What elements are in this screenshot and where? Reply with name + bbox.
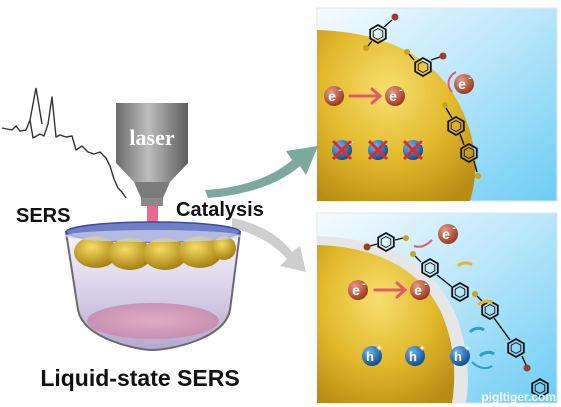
sers-spectrum xyxy=(1,96,127,199)
svg-text:-: - xyxy=(338,84,342,96)
gold-nanoparticle-array xyxy=(74,236,236,270)
svg-text:e: e xyxy=(352,282,360,298)
molecule-5 xyxy=(410,251,469,302)
bottom-panel xyxy=(316,212,558,404)
watermark: pigltiger.com xyxy=(481,390,556,404)
curved-arrow xyxy=(447,71,457,93)
transfer-arrow xyxy=(373,281,408,299)
electron-icon: e - xyxy=(324,84,344,106)
svg-text:e: e xyxy=(328,88,336,104)
crossed-hole-icon: + xyxy=(331,138,353,161)
gold-nanoparticle-top xyxy=(317,30,476,201)
svg-text:e: e xyxy=(442,226,450,242)
svg-text:e: e xyxy=(458,76,466,92)
sers-spectrum-peak xyxy=(29,87,43,125)
svg-text:e: e xyxy=(414,282,422,298)
svg-text:h: h xyxy=(409,349,417,364)
sers-label: SERS xyxy=(16,205,70,227)
electron-icon: e - xyxy=(454,72,474,94)
molecule-4 xyxy=(363,232,409,252)
electron-icon: e - xyxy=(348,278,368,300)
hole-icon: h + xyxy=(362,343,382,366)
svg-text:h: h xyxy=(366,349,374,364)
hole-icon: h + xyxy=(450,343,470,366)
svg-text:-: - xyxy=(468,72,472,84)
electron-icon: e - xyxy=(385,84,405,106)
shadow-arrow xyxy=(232,218,306,272)
electron-icon: e - xyxy=(410,278,430,300)
svg-text:-: - xyxy=(399,84,403,96)
catalysis-label: Catalysis xyxy=(176,199,264,221)
svg-text:h: h xyxy=(454,349,462,364)
svg-text:+: + xyxy=(464,343,469,353)
molecule-1 xyxy=(363,13,399,51)
laser-label: laser xyxy=(129,125,174,150)
liquid-cell xyxy=(64,221,242,352)
catalysis-arrow xyxy=(205,146,318,198)
molecule-6 xyxy=(472,291,531,372)
svg-text:e: e xyxy=(389,88,397,104)
molecule-3 xyxy=(442,102,481,179)
crossed-hole-icon: + xyxy=(402,138,424,161)
crossed-hole-icon: + xyxy=(367,138,389,161)
electron-icon: e - xyxy=(438,222,458,244)
hole-icon: h + xyxy=(405,343,425,366)
transfer-arrow xyxy=(348,87,383,105)
bottom-panel-content: e - e - xyxy=(348,222,549,398)
svg-text:-: - xyxy=(452,222,456,234)
top-panel xyxy=(316,7,558,202)
svg-text:-: - xyxy=(424,278,428,290)
svg-text:+: + xyxy=(376,343,381,353)
top-panel-content: e - e - e - + + + xyxy=(324,13,481,179)
molecule-2 xyxy=(404,49,447,77)
svg-text:+: + xyxy=(419,343,424,353)
laser-objective: laser xyxy=(116,103,188,206)
laser-beam xyxy=(147,206,158,228)
svg-text:-: - xyxy=(362,278,366,290)
figure-title: Liquid-state SERS xyxy=(40,365,239,391)
